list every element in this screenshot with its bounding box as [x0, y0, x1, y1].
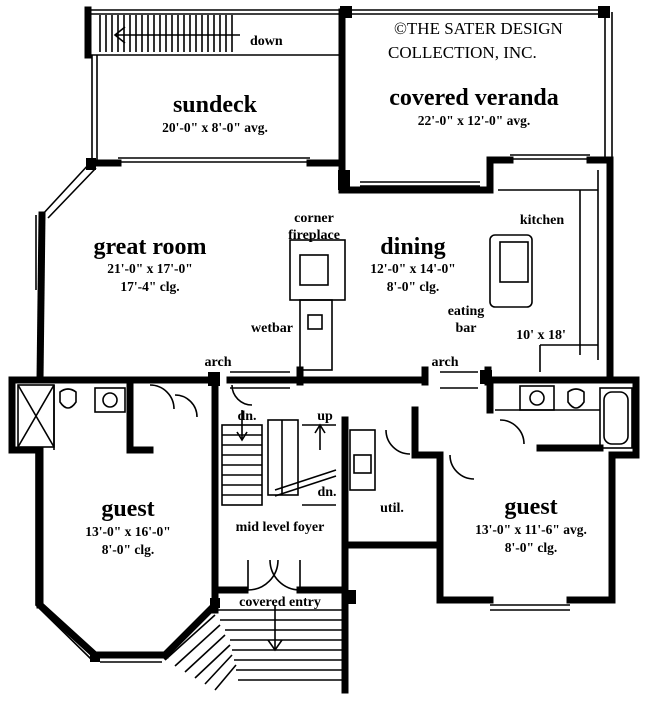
dn-label-left: dn. [237, 409, 256, 424]
arch-right-label: arch [432, 355, 459, 370]
direction-arrows [236, 410, 326, 652]
foyer-label: mid level foyer [236, 520, 325, 535]
veranda-dims: 22'-0" x 12'-0" avg. [418, 113, 530, 128]
arch-left-label: arch [205, 355, 232, 370]
kitchen-dims: 10' x 18' [516, 328, 566, 343]
sundeck-name: sundeck [173, 92, 258, 118]
dining-dims: 12'-0" x 14'-0" [370, 261, 455, 276]
dining-name: dining [380, 234, 445, 260]
sundeck-dims: 20'-0" x 8'-0" avg. [162, 120, 268, 135]
dn-label-right: dn. [317, 485, 336, 500]
dining-clg: 8'-0" clg. [387, 279, 439, 294]
veranda-name: covered veranda [389, 85, 559, 111]
guest-left-clg: 8'-0" clg. [102, 542, 154, 557]
great-room-name: great room [93, 234, 206, 260]
thick-walls [8, 6, 640, 694]
guest-right-clg: 8'-0" clg. [505, 540, 557, 555]
guest-right-dims: 13'-0" x 11'-6" avg. [475, 522, 587, 537]
guest-left-name: guest [101, 496, 154, 522]
corner-label: corner [294, 211, 334, 226]
labels: ©THE SATER DESIGN COLLECTION, INC. down … [85, 19, 587, 610]
guest-left-dims: 13'-0" x 16'-0" [85, 524, 170, 539]
down-label: down [250, 34, 283, 49]
kitchen-name: kitchen [520, 213, 565, 228]
util-label: util. [380, 501, 404, 516]
fireplace-label: fireplace [288, 228, 340, 243]
up-label: up [317, 409, 333, 424]
copyright-line-1: ©THE SATER DESIGN [394, 19, 563, 38]
covered-entry-label: covered entry [239, 595, 321, 610]
wall-posts [86, 6, 610, 662]
thin-lines [17, 9, 633, 691]
great-room-clg: 17'-4" clg. [120, 279, 179, 294]
copyright-line-2: COLLECTION, INC. [388, 43, 537, 62]
guest-right-name: guest [504, 494, 557, 520]
deck-stairs [99, 15, 240, 52]
bar-label: bar [456, 321, 477, 336]
great-room-dims: 21'-0" x 17'-0" [107, 261, 192, 276]
eating-label: eating [448, 304, 485, 319]
wetbar-label: wetbar [251, 321, 293, 336]
